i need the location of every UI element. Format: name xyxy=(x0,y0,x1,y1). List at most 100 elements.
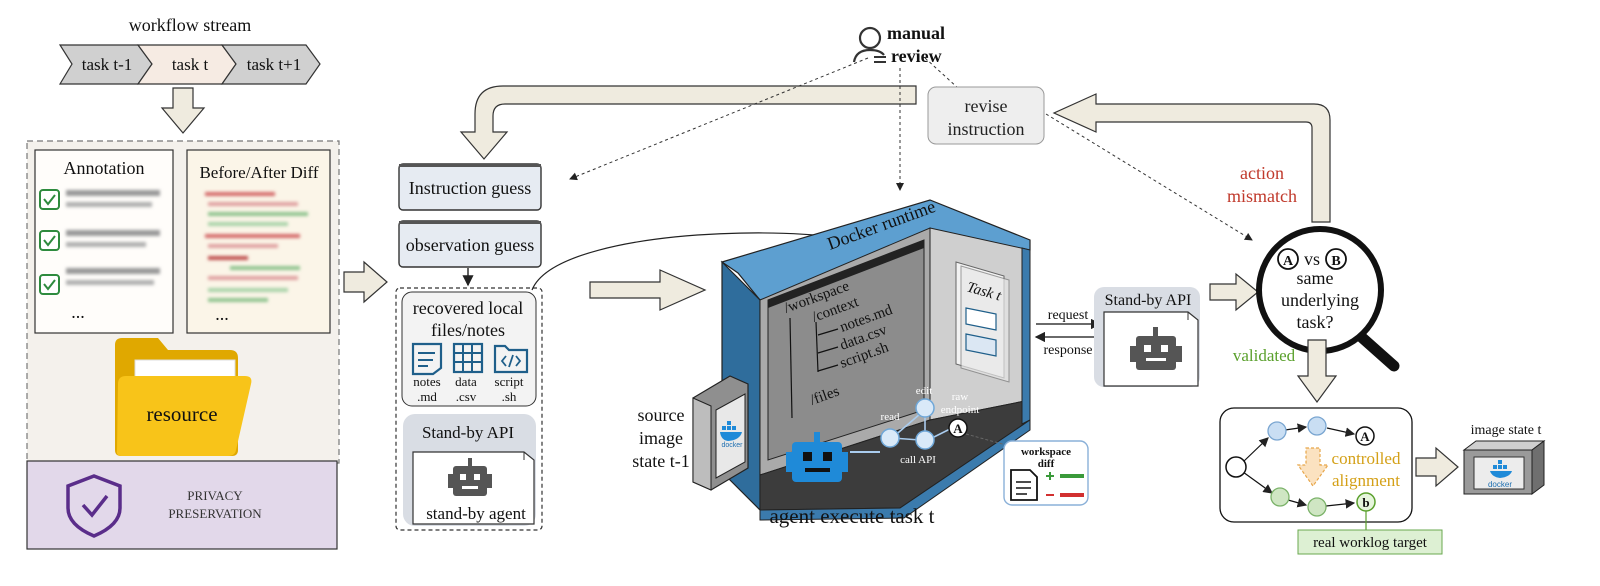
docker-whale-icon xyxy=(720,421,742,441)
source-line3: state t-1 xyxy=(632,451,689,471)
compare-node-a-label: A xyxy=(1283,254,1294,269)
revise-line1: revise xyxy=(965,96,1008,116)
shield-check-icon xyxy=(66,474,122,538)
revise-instruction-box xyxy=(927,86,1045,145)
file-name-data: data xyxy=(455,374,477,389)
diff-lines xyxy=(205,192,308,302)
action-graph xyxy=(850,398,968,453)
request-label: request xyxy=(1048,308,1089,323)
diff-title: Before/After Diff xyxy=(199,163,318,182)
revise-line2: instruction xyxy=(948,119,1025,139)
feedback-arrow-to-revise xyxy=(1052,93,1331,223)
diff-card xyxy=(186,149,331,334)
standby-api-label-middle: Stand-by API xyxy=(422,423,514,442)
person-icon xyxy=(852,26,886,63)
observation-guess-label: observation guess xyxy=(406,235,534,255)
graph-node-a-label: A xyxy=(953,421,963,436)
standby-agent-label: stand-by agent xyxy=(426,504,526,523)
same-line3: task? xyxy=(1297,312,1334,332)
document-icon xyxy=(1010,469,1038,501)
action-mismatch-line2: mismatch xyxy=(1227,186,1297,206)
workflow-stream: workflow stream task t-1 task t task t+1 xyxy=(58,15,321,134)
annotation-title: Annotation xyxy=(64,158,145,178)
file-ext-script: .sh xyxy=(502,389,517,404)
arrow-left-to-middle xyxy=(343,260,388,304)
recovered-files-box xyxy=(401,291,537,407)
review-dotted-to-instruction xyxy=(569,57,869,181)
source-line1: source xyxy=(638,405,685,425)
task-label-current: task t xyxy=(172,55,209,74)
graph-label-call: call API xyxy=(900,454,936,466)
task-label-next: task t+1 xyxy=(247,55,301,74)
response-label: response xyxy=(1044,343,1093,358)
arrow-validated-down xyxy=(1296,339,1338,404)
compare-node-b-label: B xyxy=(1331,254,1340,269)
source-line2: image xyxy=(639,428,683,448)
alignment-down-arrow xyxy=(1296,447,1330,488)
notes-file-icon xyxy=(411,342,443,376)
docker-caption: agent execute task t xyxy=(769,504,934,528)
workflow-title: workflow stream xyxy=(129,15,251,35)
instruction-guess-label: Instruction guess xyxy=(409,178,531,198)
privacy-line2: PRESERVATION xyxy=(168,506,262,521)
recovered-outer-frame xyxy=(395,287,543,531)
recovered-line2: files/notes xyxy=(431,320,505,340)
same-line2: underlying xyxy=(1281,290,1359,310)
middle-column: Instruction guess observation guess reco… xyxy=(395,85,917,531)
task-label-prev: task t-1 xyxy=(82,55,133,74)
standby-api-label-right: Stand-by API xyxy=(1105,292,1192,309)
robot-icon xyxy=(1130,327,1182,370)
task-chevron-next xyxy=(220,44,321,85)
validated-label: validated xyxy=(1233,346,1296,365)
same-line1: same xyxy=(1297,268,1334,288)
source-docker-logo: docker xyxy=(721,442,743,449)
file-name-script: script xyxy=(495,374,524,389)
graph-node-edit xyxy=(915,398,935,418)
file-ext-notes: .md xyxy=(417,389,437,404)
image-state-docker-logo: docker xyxy=(1488,480,1512,489)
docker-runtime: Docker runtime /workspace /context notes… xyxy=(632,196,1031,528)
action-mismatch-line1: action xyxy=(1240,163,1284,183)
file-ext-data: .csv xyxy=(456,389,477,404)
resource-label: resource xyxy=(146,402,217,426)
graph-node-call xyxy=(915,430,935,450)
compare-node-b xyxy=(1325,248,1347,270)
annotation-ellipsis: ... xyxy=(71,302,85,322)
privacy-box xyxy=(26,460,338,550)
graph-root-node xyxy=(1225,456,1247,478)
left-panel: Annotation ... Before/After Diff xyxy=(26,140,340,550)
graph-label-endpoint: endpoint xyxy=(941,404,980,416)
down-arrow-workflow xyxy=(160,87,206,134)
manual-review-line1: manual xyxy=(887,23,945,43)
workspace-diff-line2: diff xyxy=(1038,458,1055,470)
diff-ellipsis: ... xyxy=(215,304,229,324)
docker-whale-icon xyxy=(1490,460,1512,478)
alignment-graph xyxy=(1225,416,1376,530)
compare-node-a xyxy=(1277,248,1299,270)
arrow-middle-to-docker xyxy=(589,269,707,311)
standby-api-right xyxy=(1094,287,1200,387)
graph-node-a xyxy=(948,418,968,438)
spreadsheet-icon xyxy=(452,342,484,374)
review-dotted-to-magnifier xyxy=(1045,113,1253,241)
file-name-notes: notes xyxy=(413,374,440,389)
privacy-line1: PRIVACY xyxy=(187,488,243,503)
graph-label-raw: raw xyxy=(952,391,969,403)
recovered-line1: recovered local xyxy=(413,298,523,318)
controlled-line1: controlled xyxy=(1332,449,1401,468)
target-node-a xyxy=(1355,426,1375,446)
folder-icon xyxy=(115,338,252,456)
image-state-label: image state t xyxy=(1471,423,1542,438)
arrow-to-image-state xyxy=(1415,446,1459,488)
real-worklog-box xyxy=(1297,529,1443,555)
agent-robot-icon xyxy=(786,432,848,482)
robot-icon xyxy=(448,458,492,496)
manual-review: manual review xyxy=(852,23,945,66)
check-icon xyxy=(39,274,60,295)
controlled-line2: alignment xyxy=(1332,471,1400,490)
feedback-arrow-to-instruction xyxy=(459,85,917,160)
graph-node-read xyxy=(880,428,900,448)
manual-review-line2: review xyxy=(891,46,942,66)
code-folder-icon xyxy=(493,344,529,374)
check-icon xyxy=(39,230,60,251)
